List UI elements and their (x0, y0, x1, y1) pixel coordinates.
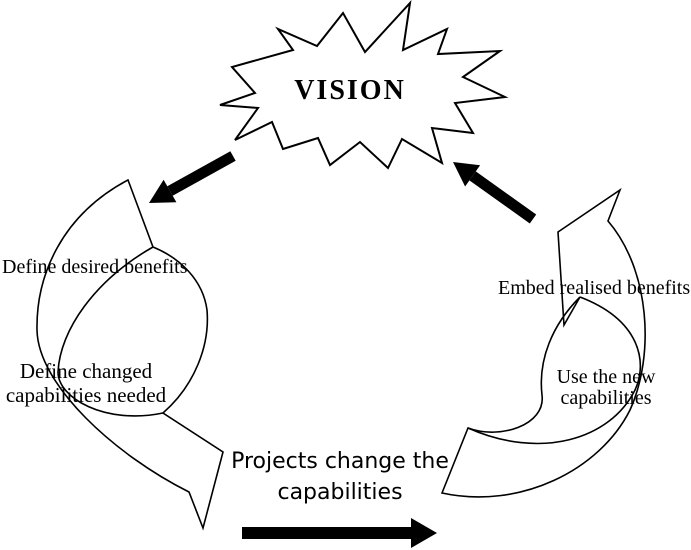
cycle-arrow-right-inner-arc (467, 296, 642, 445)
cycle-arrow-left (36, 178, 224, 531)
define-changed-line1: Define changed (19, 359, 153, 383)
arrow-vision-to-benefits (149, 151, 236, 203)
define-changed-capabilities-label: Define changed capabilities needed (0, 359, 172, 407)
use-new-line2: capabilities (560, 387, 652, 409)
projects-line1: Projects change the (231, 449, 449, 474)
arrow-projects-flow (242, 518, 437, 548)
vision-starburst (219, 0, 509, 170)
projects-line2: capabilities (277, 480, 403, 505)
use-new-line1: Use the new (556, 366, 656, 388)
arrow-embed-to-vision (453, 162, 537, 224)
projects-change-capabilities-label: Projects change the capabilities (230, 446, 450, 508)
define-changed-line2: capabilities needed (5, 383, 167, 407)
use-new-capabilities-label: Use the new capabilities (543, 367, 669, 409)
vision-label: VISION (294, 75, 406, 106)
cycle-arrow-right (440, 187, 646, 498)
define-desired-benefits-label: Define desired benefits (2, 256, 188, 278)
cycle-arrow-left-inner-arc (57, 246, 164, 417)
embed-realised-benefits-label: Embed realised benefits (498, 277, 691, 299)
